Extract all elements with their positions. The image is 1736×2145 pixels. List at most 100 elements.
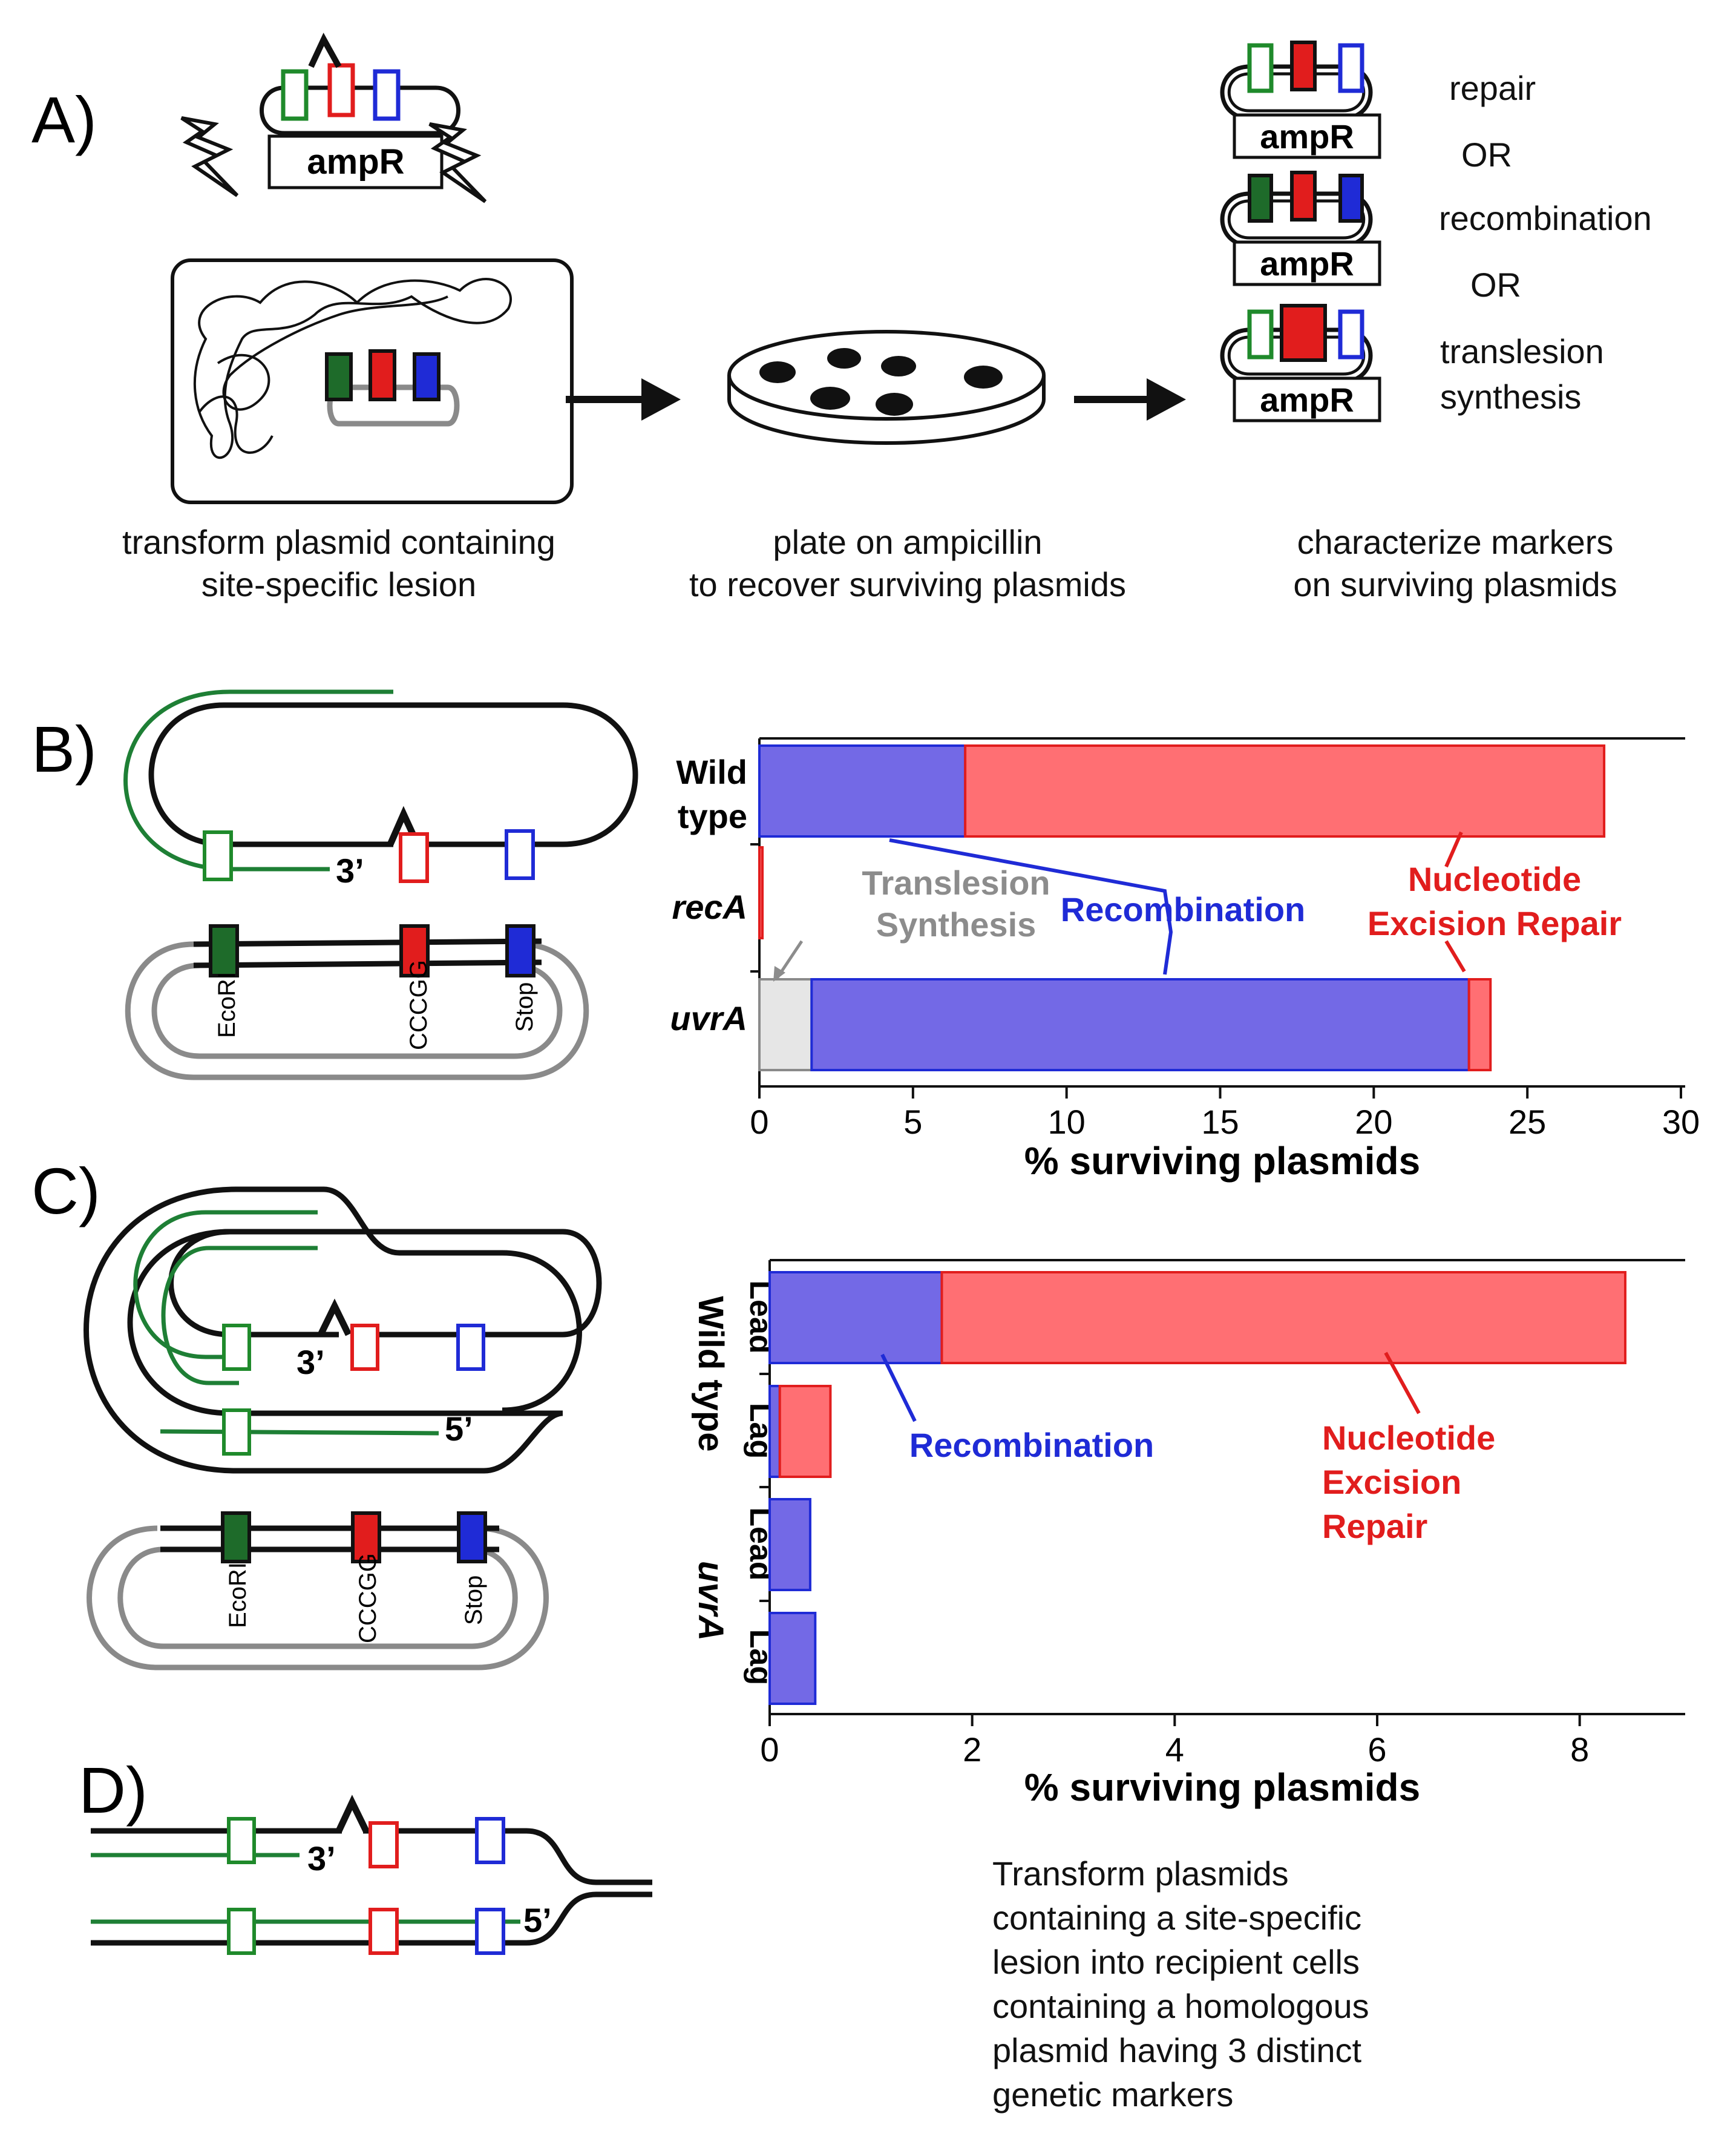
outcome-recombination-label: recombination [1439, 199, 1652, 237]
annotation-ner-line2: Excision Repair [1368, 904, 1622, 942]
blue-marker-filled [413, 352, 441, 401]
outcome-repair-label: repair [1449, 69, 1536, 107]
x-tick-label: 8 [1570, 1730, 1589, 1769]
outcome-synthesis-label: synthesis [1440, 378, 1581, 416]
colony [881, 356, 916, 376]
group-wild-type-label: Wild type [691, 1296, 730, 1451]
caption-mid-line1: plate on ampicillin [773, 523, 1042, 561]
green-strand [161, 1246, 318, 1385]
or-label: OR [1461, 136, 1512, 174]
ampr-label: ampR [1260, 245, 1354, 283]
x-tick-label: 25 [1508, 1103, 1546, 1141]
green-marker-filled [325, 352, 353, 401]
colony [827, 348, 861, 369]
bar-segment [768, 1271, 943, 1364]
three-prime-label: 3’ [296, 1343, 325, 1381]
outcome-translesion-label: translesion [1440, 332, 1604, 370]
arrow-1 [566, 378, 681, 421]
panel-c-label: C) [31, 1154, 100, 1227]
marker-ecori-label: EcoRI [214, 972, 240, 1038]
x-tick-label: 0 [760, 1730, 779, 1769]
outcome-repair: ampR [1220, 41, 1381, 159]
bar-segment [768, 1612, 817, 1705]
bar-segment [964, 744, 1606, 838]
bar-segment [810, 978, 1470, 1071]
green-strand [160, 1429, 439, 1436]
panel-c-recipient-plasmid: EcoRI CCCGG Stop [87, 1511, 549, 1670]
group-uvra-label: uvrA [691, 1561, 730, 1641]
annotation-recombination: Recombination [1061, 890, 1305, 928]
green-marker-open [227, 1908, 256, 1955]
five-prime-label: 5’ [523, 1901, 552, 1939]
annotation-ner-line2: Excision [1322, 1463, 1461, 1501]
bar-segment [768, 1385, 781, 1478]
red-marker-filled [351, 1511, 381, 1563]
annotation-recombination: Recombination [909, 1426, 1154, 1464]
note-line: containing a homologous [992, 1987, 1369, 2025]
annotation-synthesis: Synthesis [876, 905, 1037, 944]
bar-segment [940, 1271, 1626, 1364]
panel-b-label: B) [31, 712, 97, 786]
blue-marker-filled [505, 924, 536, 977]
x-axis-title: % surviving plasmids [1024, 1766, 1420, 1809]
annotation-translesion: Translesion [862, 864, 1050, 902]
x-tick-label: 4 [1165, 1730, 1184, 1769]
or-label: OR [1470, 266, 1521, 304]
blue-marker-filled [457, 1511, 487, 1563]
bar-segment [758, 846, 764, 939]
bar-segment [1467, 978, 1492, 1071]
red-marker-open [327, 63, 355, 117]
lesion-icon [308, 33, 342, 68]
panel-c-lesion-plasmid: 3’ 5’ [84, 1186, 602, 1474]
outcome-translesion: ampR [1220, 304, 1381, 422]
arrow-2 [1074, 378, 1186, 421]
blue-marker-open [475, 1817, 505, 1864]
note-line: lesion into recipient cells [992, 1943, 1360, 1981]
ner-leader-bottom [1444, 940, 1466, 973]
five-prime-label: 5’ [445, 1410, 473, 1448]
red-marker-open [368, 1908, 399, 1955]
caption-right-line2: on surviving plasmids [1293, 565, 1617, 603]
outcome-recombination: ampR [1220, 171, 1381, 286]
lesion-icon [318, 1298, 352, 1336]
lightning-left-icon [182, 118, 237, 195]
x-tick-label: 20 [1355, 1103, 1392, 1141]
category-reca-label: recA [672, 888, 747, 926]
marker-cccgg-label: CCCGG [405, 960, 432, 1050]
category-type-label: type [678, 797, 747, 835]
green-marker-open [1247, 309, 1274, 360]
panel-b-lesion-plasmid: 3’ [123, 689, 638, 890]
bar-segment [768, 1498, 811, 1591]
green-strand [123, 689, 393, 872]
x-tick-label: 2 [963, 1730, 981, 1769]
red-marker-filled [1290, 171, 1317, 222]
blue-marker-open [475, 1908, 505, 1955]
annotation-ner-line1: Nucleotide [1322, 1419, 1495, 1457]
green-strand [133, 1210, 318, 1359]
panel-a-captions: transform plasmid containing site-specif… [122, 523, 1617, 603]
red-marker-filled [1290, 41, 1317, 91]
x-axis-title: % surviving plasmids [1024, 1139, 1420, 1183]
colony [810, 387, 850, 410]
three-prime-label: 3’ [307, 1839, 336, 1877]
panel-d-note: Transform plasmids containing a site-spe… [992, 1854, 1369, 2114]
ampr-label: ampR [1260, 117, 1354, 156]
recombination-leader [889, 838, 1173, 975]
ampr-label: ampR [307, 142, 404, 182]
green-marker-open [203, 830, 233, 881]
annotation-ner-line1: Nucleotide [1408, 860, 1581, 898]
blue-marker-open [1338, 309, 1364, 360]
x-tick-label: 15 [1201, 1103, 1239, 1141]
caption-mid-line2: to recover surviving plasmids [689, 565, 1126, 603]
green-marker-open [1247, 43, 1274, 93]
petri-dish [727, 330, 1046, 445]
panel-d-diagram: 3’ 5’ [91, 1795, 652, 1955]
x-tick-label: 5 [903, 1103, 922, 1141]
lesion-plasmid-top: ampR [260, 33, 460, 189]
green-marker-open [281, 69, 309, 121]
red-marker-filled [1280, 304, 1327, 362]
note-line: plasmid having 3 distinct [992, 2031, 1362, 2069]
blue-marker-open [505, 829, 535, 880]
